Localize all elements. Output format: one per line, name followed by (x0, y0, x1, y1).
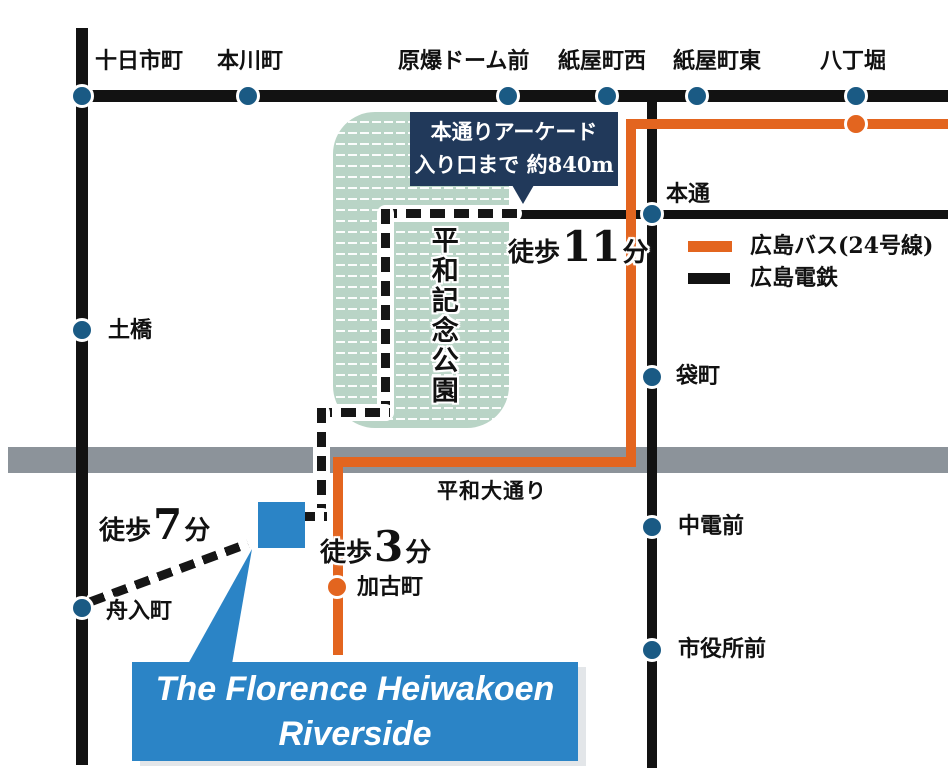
walk-suffix: 分 (622, 238, 649, 268)
station-label-dobashi: 土橋 (108, 317, 153, 343)
bus-route-boulevard-horizontal (333, 457, 636, 467)
rail-line-west-vertical (76, 28, 88, 765)
station-label-honkawacho: 本川町 (217, 48, 284, 74)
station-dot-kamiyachonishi (595, 84, 619, 108)
walking-route-segment-arcade (378, 205, 522, 222)
property-name-line1: The Florence Heiwakoen (155, 669, 555, 708)
road-label-heiwa-odori: 平和大通り (437, 478, 547, 503)
station-label-fukuromachi: 袋町 (676, 363, 721, 389)
station-dot-chudenmae (640, 515, 664, 539)
property-pointer-wedge (188, 549, 252, 664)
walk-minutes: 7 (153, 500, 183, 549)
station-dot-funairicho (70, 596, 94, 620)
station-label-genbakudomemae: 原爆ドーム前 (398, 48, 530, 74)
callout-line2: 入り口まで 約840m (414, 152, 614, 177)
bus-route-south-vertical (333, 457, 343, 655)
property-name-line2: Riverside (278, 714, 432, 753)
property-marker (258, 502, 305, 548)
walking-route-segment-park-vertical (377, 205, 394, 421)
bus-stop-dot-hatchobori (844, 112, 868, 136)
park-label: 平和記念公園 (426, 226, 458, 406)
station-label-kamiyachohigashi: 紙屋町東 (673, 48, 762, 74)
station-dot-dobashi (70, 318, 94, 342)
legend-swatch-rail (688, 273, 730, 284)
walking-route-segment-cross-road (313, 404, 330, 526)
bus-route-top-horizontal (628, 119, 948, 129)
station-dot-shiyakushomae (640, 638, 664, 662)
rail-line-hondori-horizontal (514, 210, 948, 219)
station-dot-genbakudomemae (496, 84, 520, 108)
station-dot-kamiyachohigashi (685, 84, 709, 108)
bus-stop-label-kakomachi: 加古町 (357, 574, 424, 600)
walk-suffix: 分 (405, 538, 432, 568)
station-dot-hatchobori (844, 84, 868, 108)
bus-route-east-vertical (626, 119, 636, 467)
legend-swatch-bus (688, 241, 732, 252)
station-label-tokaichimachi: 十日市町 (95, 48, 184, 74)
walking-route-segment-park-bottom (313, 404, 394, 421)
bus-stop-dot-kakomachi (325, 575, 349, 599)
station-label-kamiyachonishi: 紙屋町西 (558, 48, 647, 74)
callout-arcade-distance: 本通りアーケード 入り口まで 約840m (410, 112, 618, 186)
station-label-shiyakushomae: 市役所前 (678, 636, 767, 662)
walk-prefix: 徒歩 (320, 538, 373, 568)
station-label-hondori: 本通 (666, 181, 711, 207)
station-dot-tokaichimachi (70, 84, 94, 108)
callout-tail-pointer (512, 185, 534, 204)
station-dot-fukuromachi (640, 365, 664, 389)
callout-line1: 本通りアーケード (430, 119, 598, 145)
walk-prefix: 徒歩 (99, 516, 152, 546)
walk-minutes: 11 (562, 222, 621, 271)
station-label-hatchobori: 八丁堀 (820, 48, 887, 74)
rail-line-ujina-vertical (647, 96, 657, 768)
station-label-chudenmae: 中電前 (678, 513, 745, 539)
station-dot-honkawacho (236, 84, 260, 108)
station-dot-hondori (640, 202, 664, 226)
property-banner: The Florence Heiwakoen Riverside (132, 662, 578, 761)
legend-label-bus: 広島バス(24号線) (750, 233, 934, 259)
walk-prefix: 徒歩 (508, 238, 561, 268)
station-label-funairicho: 舟入町 (106, 598, 173, 624)
walk-minutes: 3 (374, 522, 404, 571)
legend-label-rail: 広島電鉄 (750, 265, 839, 291)
walk-suffix: 分 (184, 516, 211, 546)
